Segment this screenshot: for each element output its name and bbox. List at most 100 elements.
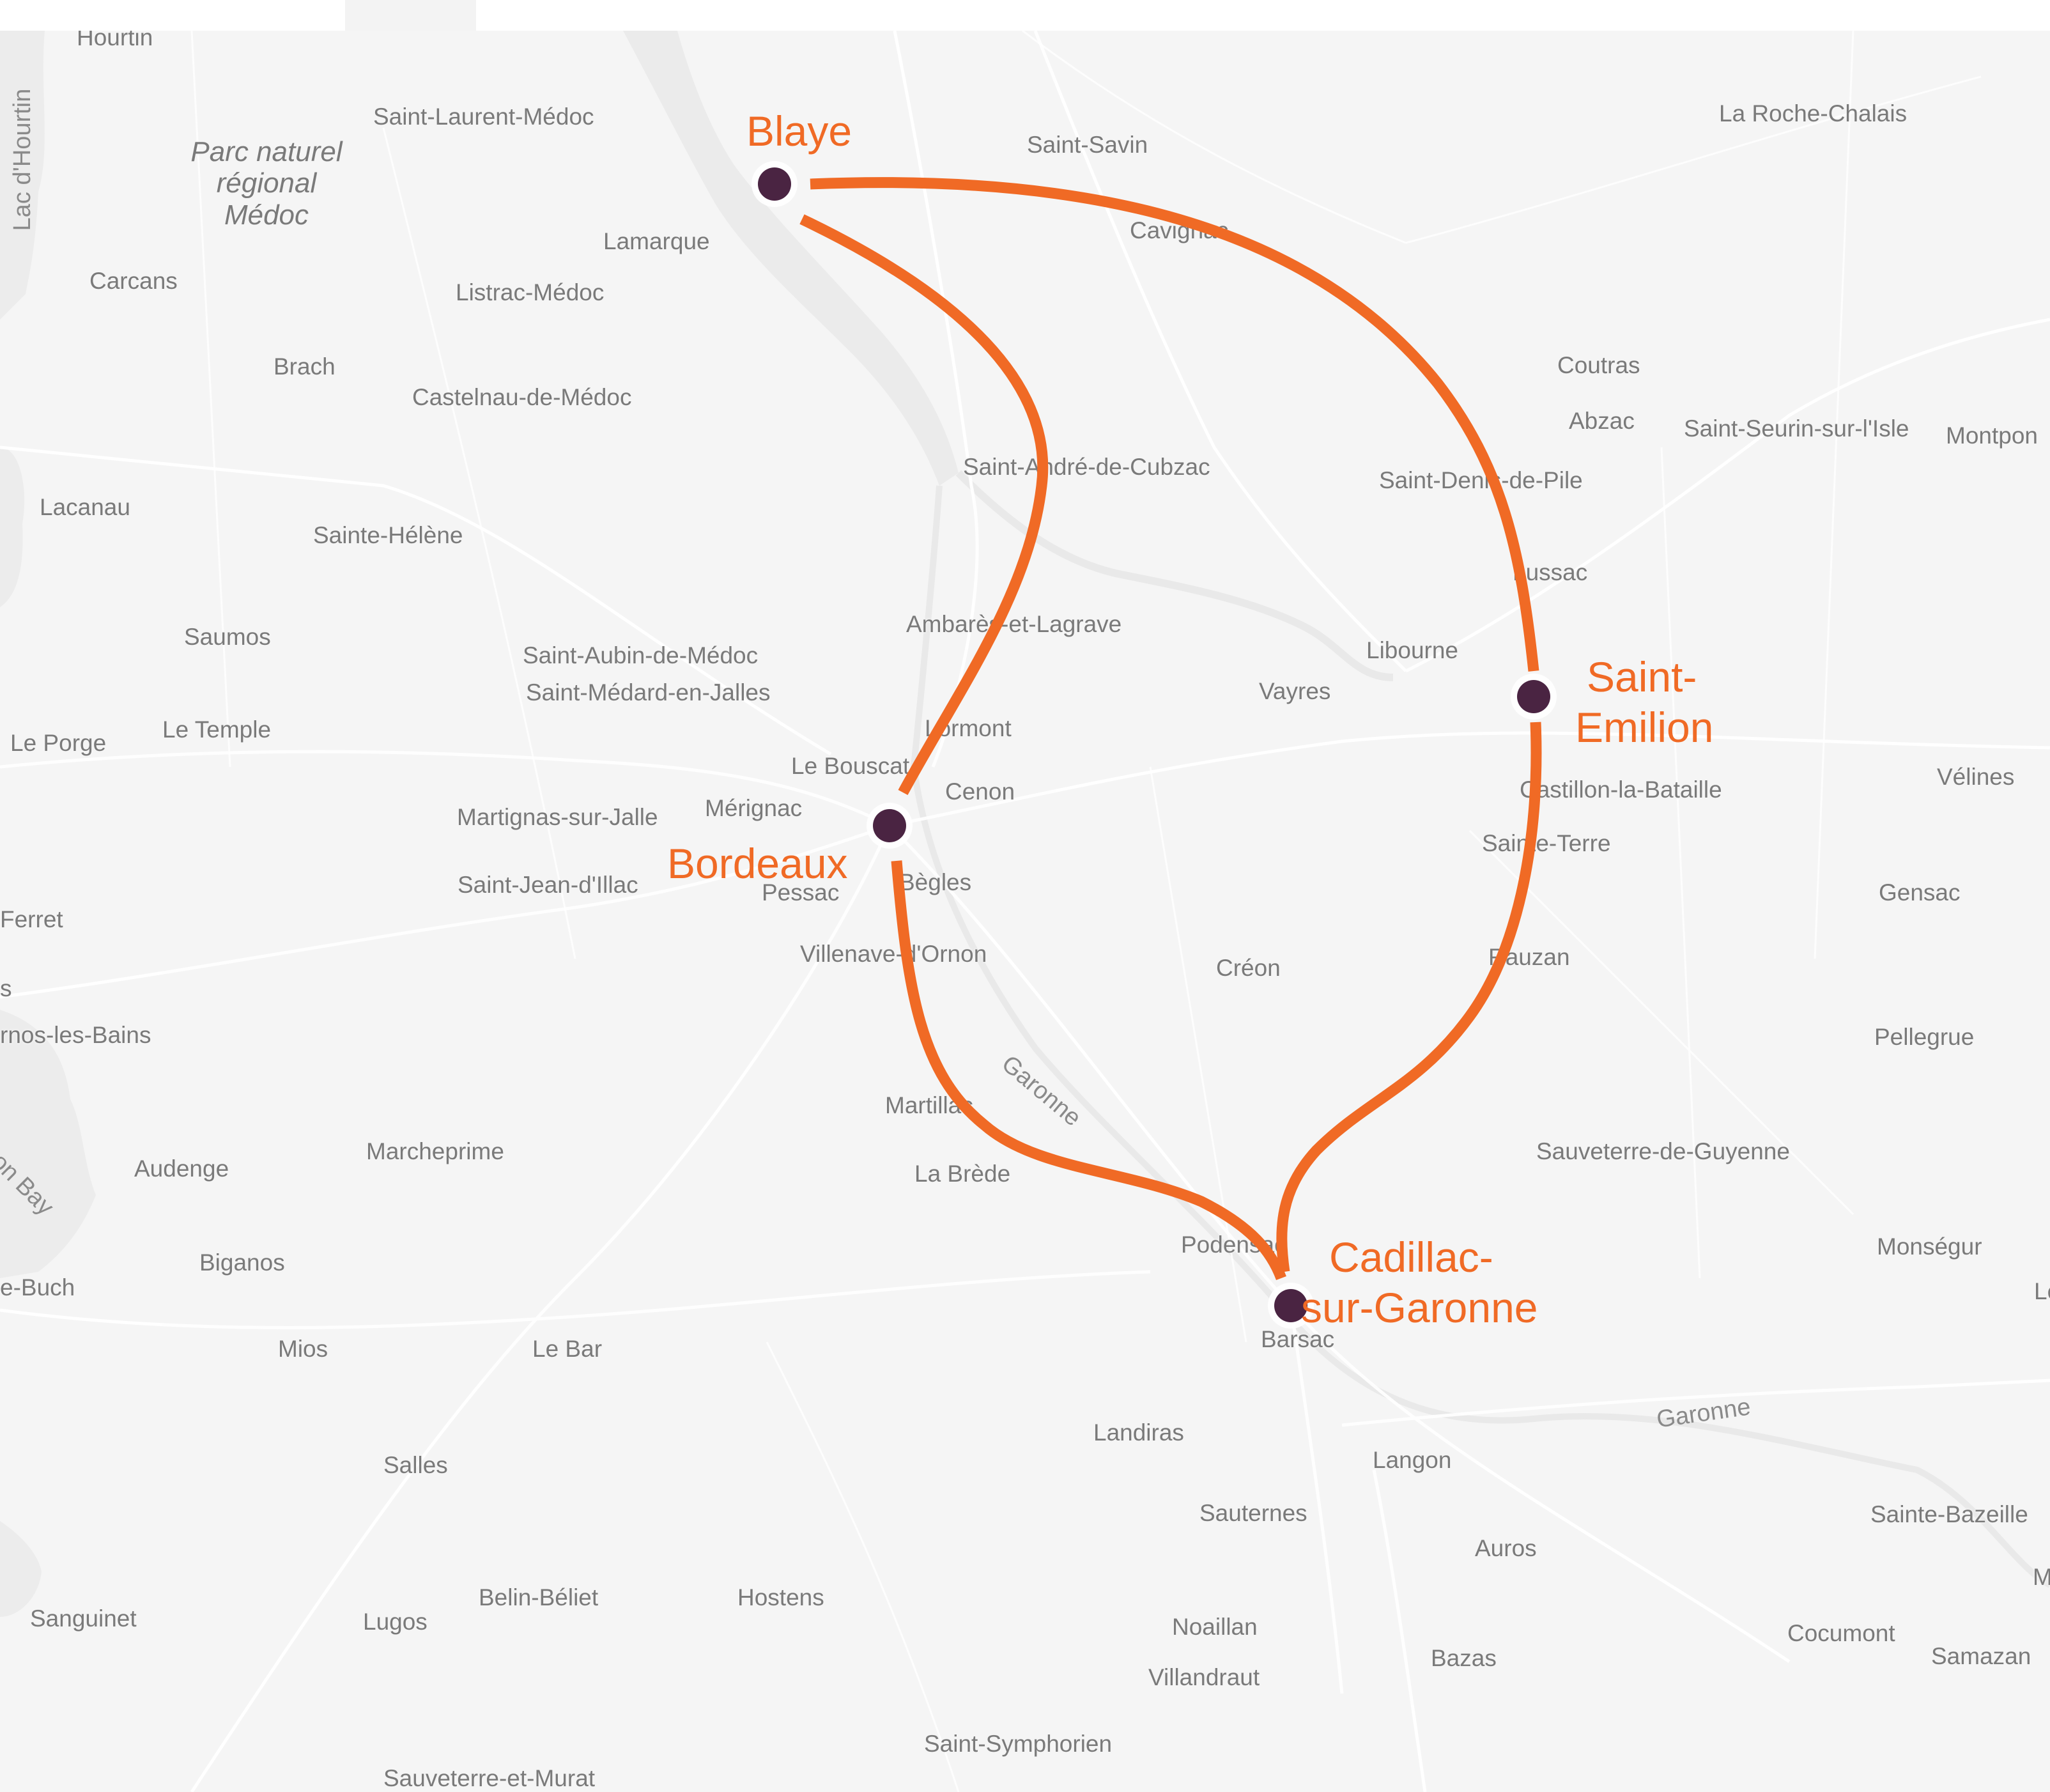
minor-roads bbox=[190, 31, 1982, 1792]
place-label: Audenge bbox=[134, 1155, 229, 1182]
park-label-line3: Médoc bbox=[224, 199, 309, 231]
city-label-cadillac-line2: sur-Garonne bbox=[1301, 1284, 1538, 1332]
park-label-line2: régional bbox=[216, 167, 317, 199]
place-label: Hostens bbox=[737, 1584, 824, 1610]
place-label: Lamarque bbox=[603, 228, 710, 254]
place-label: Saint-Denis-de-Pile bbox=[1379, 467, 1583, 493]
place-label: Saint-Médard-en-Jalles bbox=[526, 679, 771, 706]
place-label: Le Temple bbox=[162, 716, 272, 743]
place-label: Bazas bbox=[1431, 1645, 1497, 1671]
city-label-cadillac[interactable]: Cadillac- sur-Garonne bbox=[1301, 1232, 1538, 1333]
place-label: Salles bbox=[383, 1452, 448, 1478]
place-label: Saint-Savin bbox=[1027, 132, 1148, 158]
place-label: Le Bouscat bbox=[791, 753, 910, 779]
place-label: Sainte-Terre bbox=[1482, 830, 1611, 856]
park-label-line1: Parc naturel bbox=[190, 136, 343, 167]
top-strip-patch bbox=[345, 0, 476, 31]
place-label: Sauveterre-et-Murat bbox=[383, 1765, 596, 1791]
place-label: s bbox=[0, 975, 12, 1001]
place-label: Auros bbox=[1475, 1535, 1537, 1561]
route-saint-emilion-cadillac[interactable] bbox=[1276, 722, 1542, 1273]
lake-hourtin bbox=[0, 31, 45, 320]
place-label: Pessac bbox=[762, 879, 840, 906]
place-label: Marcheprime bbox=[366, 1138, 504, 1164]
city-label-saint-emilion-line1: Saint- bbox=[1587, 653, 1697, 700]
place-label: Langon bbox=[1373, 1447, 1452, 1473]
city-label-saint-emilion-line2: Emilion bbox=[1575, 704, 1714, 752]
place-label: Le Porge bbox=[10, 730, 107, 756]
route-blaye-saint-emilion[interactable] bbox=[810, 177, 1539, 672]
place-label: Marr bbox=[2033, 1564, 2050, 1590]
place-label: Villandraut bbox=[1148, 1664, 1260, 1690]
city-label-saint-emilion[interactable]: Saint- Emilion bbox=[1575, 652, 1713, 753]
place-label: Saint-Seurin-sur-l'Isle bbox=[1684, 415, 1909, 442]
marker-cadillac[interactable] bbox=[1274, 1289, 1307, 1322]
place-label: Abzac bbox=[1569, 408, 1635, 434]
place-label: Sainte-Hélène bbox=[313, 522, 463, 548]
place-label: La Brède bbox=[914, 1161, 1011, 1187]
dordogne-river bbox=[955, 470, 1394, 681]
arcachon-bay bbox=[0, 1010, 96, 1278]
place-label: Lacanau bbox=[40, 494, 130, 520]
lake-sanguinet bbox=[0, 1521, 42, 1617]
route-layer bbox=[751, 161, 1557, 1329]
place-label: Sainte-Bazeille bbox=[1870, 1501, 2028, 1527]
place-label: Pellegrue bbox=[1874, 1024, 1975, 1050]
place-label: Saumos bbox=[184, 624, 271, 650]
place-label: Lévig bbox=[2034, 1278, 2050, 1304]
place-label: Cocumont bbox=[1787, 1620, 1895, 1646]
marker-saint-emilion[interactable] bbox=[1517, 680, 1550, 713]
place-label: Mios bbox=[278, 1336, 328, 1362]
place-label: Lugos bbox=[363, 1609, 428, 1635]
place-label: Sauveterre-de-Guyenne bbox=[1536, 1138, 1790, 1164]
route-bordeaux-cadillac[interactable] bbox=[891, 860, 1286, 1281]
basemap-layer bbox=[0, 31, 2050, 1792]
place-label: Monségur bbox=[1877, 1233, 1982, 1260]
place-label: Barsac bbox=[1261, 1326, 1335, 1352]
place-label: Noaillan bbox=[1172, 1614, 1258, 1640]
place-label: Ferret bbox=[0, 906, 63, 932]
marker-bordeaux[interactable] bbox=[873, 809, 906, 842]
place-label: Vélines bbox=[1937, 764, 2015, 790]
place-label: Saint-André-de-Cubzac bbox=[963, 454, 1210, 480]
gironde-estuary bbox=[623, 31, 959, 486]
place-label: Créon bbox=[1216, 955, 1281, 981]
place-label: Martignas-sur-Jalle bbox=[457, 804, 658, 830]
place-label: Saint-Aubin-de-Médoc bbox=[523, 642, 759, 668]
place-label: Montpon bbox=[1946, 422, 2038, 449]
place-label: Libourne bbox=[1366, 637, 1459, 663]
place-label: Mérignac bbox=[705, 795, 803, 821]
city-label-blaye[interactable]: Blaye bbox=[746, 107, 852, 155]
place-label: La Roche-Chalais bbox=[1719, 100, 1907, 127]
place-label: Castillon-la-Bataille bbox=[1520, 776, 1722, 803]
place-label: Cenon bbox=[945, 778, 1015, 805]
place-label: Saint-Symphorien bbox=[924, 1731, 1113, 1757]
place-label: Bègles bbox=[899, 869, 972, 895]
place-label: rnos-les-Bains bbox=[0, 1022, 151, 1048]
place-label: Saint-Jean-d'Illac bbox=[458, 872, 638, 898]
roads bbox=[0, 31, 2050, 1792]
place-label: Le Bar bbox=[532, 1336, 603, 1362]
place-label: Castelnau-de-Médoc bbox=[412, 384, 632, 410]
place-label: Hourtin bbox=[77, 31, 153, 50]
marker-blaye[interactable] bbox=[758, 167, 791, 201]
city-label-cadillac-line1: Cadillac- bbox=[1329, 1233, 1493, 1281]
place-label: Saint-Laurent-Médoc bbox=[373, 104, 594, 130]
city-label-bordeaux[interactable]: Bordeaux bbox=[667, 840, 848, 887]
place-label: Sanguinet bbox=[30, 1605, 137, 1632]
place-label: Ambarès-et-Lagrave bbox=[906, 611, 1122, 637]
park-label: Parc naturel régional Médoc bbox=[180, 136, 353, 231]
lake-lacanau bbox=[0, 447, 25, 607]
place-label: Vayres bbox=[1259, 678, 1331, 704]
place-label: Brach bbox=[274, 353, 335, 380]
place-label: Belin-Béliet bbox=[479, 1584, 599, 1610]
place-label: Samazan bbox=[1931, 1643, 2031, 1669]
place-label: Gensac bbox=[1879, 879, 1961, 906]
place-label: Listrac-Médoc bbox=[456, 279, 605, 305]
place-label: Carcans bbox=[89, 268, 178, 294]
place-label: Villenave-d'Ornon bbox=[800, 941, 987, 967]
route-blaye-bordeaux[interactable] bbox=[799, 214, 1049, 796]
place-label: e-Buch bbox=[0, 1274, 75, 1301]
place-label: Coutras bbox=[1557, 352, 1640, 378]
